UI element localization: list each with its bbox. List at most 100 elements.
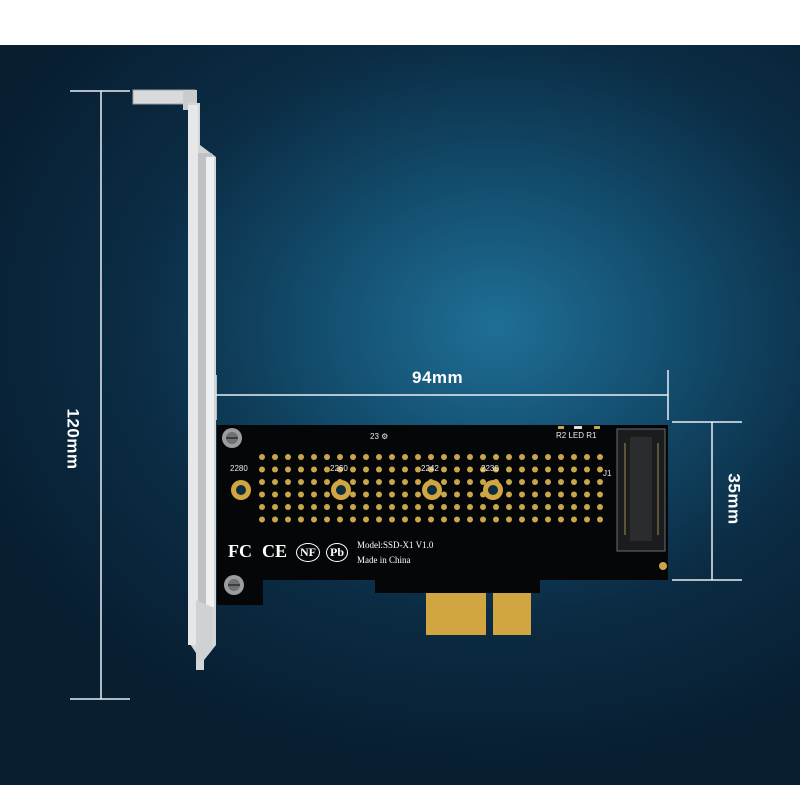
pcb-pad: [558, 491, 564, 498]
pcb-pad: [350, 491, 356, 498]
pcb-pad: [571, 454, 577, 460]
pcb-pad: [480, 466, 486, 473]
pcb-pad: [597, 466, 603, 473]
pcb-pad: [506, 516, 512, 523]
pcb-pad: [480, 504, 486, 510]
pcb-pad: [467, 491, 473, 498]
pcb-pad: [558, 454, 564, 460]
pcb-pad: [558, 479, 564, 485]
pcb-pad: [532, 479, 538, 485]
pcb-pad: [506, 504, 512, 510]
pcb-pad: [441, 491, 447, 498]
pcb-pad: [480, 454, 486, 460]
pcb-pad: [597, 454, 603, 460]
pcb-pad: [571, 466, 577, 473]
pcb-pad: [337, 466, 343, 473]
pcb-pad: [259, 454, 265, 460]
pcb-pad: [584, 504, 590, 510]
pcb-pad: [350, 454, 356, 460]
pcb-pad: [324, 466, 330, 473]
pcb-pad: [311, 504, 317, 510]
pcb-pad: [571, 491, 577, 498]
pcb-pad: [597, 491, 603, 498]
pcb-pad: [480, 516, 486, 523]
pcb-pad: [311, 454, 317, 460]
pcb-pad: [493, 516, 499, 523]
mount-hole-center: [236, 485, 246, 495]
pcb-pad: [324, 479, 330, 485]
pcb-pad: [428, 516, 434, 523]
fc-logo: FC: [228, 541, 252, 561]
pcb-pad: [402, 454, 408, 460]
pcb-pad: [311, 479, 317, 485]
pcb-pad: [493, 504, 499, 510]
pcb-pad: [415, 504, 421, 510]
pcb-pad: [532, 454, 538, 460]
pcb-pad: [415, 491, 421, 498]
pcb-pad: [272, 479, 278, 485]
slot-label-2260: 2260: [330, 464, 348, 473]
pcb-pad: [532, 504, 538, 510]
pcb-pad: [285, 479, 291, 485]
pcb-pad: [506, 454, 512, 460]
pcb-pad: [584, 491, 590, 498]
gold-fingers: [426, 593, 531, 635]
pcb-pad: [454, 516, 460, 523]
pcb-pad: [272, 454, 278, 460]
pcb-pad: [337, 516, 343, 523]
pcb-pad: [428, 504, 434, 510]
pcb-pad: [545, 504, 551, 510]
pcb-pad: [272, 466, 278, 473]
origin-text: Made in China: [357, 555, 411, 565]
pcb-pad: [285, 516, 291, 523]
small-mark: 23 ⚙: [370, 432, 389, 441]
top-component-labels: R2 LED R1: [556, 431, 597, 440]
pcb-pad: [389, 466, 395, 473]
pcb-pad: [324, 454, 330, 460]
pcb-pad: [350, 479, 356, 485]
pcb-pad: [350, 516, 356, 523]
pcb-pad: [298, 466, 304, 473]
pcb-pad: [272, 516, 278, 523]
pcb-pad: [402, 466, 408, 473]
pcb-pad: [415, 466, 421, 473]
pcb-pad: [402, 479, 408, 485]
pcb-pad: [584, 479, 590, 485]
pcb-pad: [532, 516, 538, 523]
pcb-pad: [350, 466, 356, 473]
pcb-pad: [272, 504, 278, 510]
pcb-pad: [558, 504, 564, 510]
pcb-pad: [467, 479, 473, 485]
pcb-pad: [428, 466, 434, 473]
pcb-pad: [298, 516, 304, 523]
pcb-pad: [363, 491, 369, 498]
mount-hole-center: [488, 485, 498, 495]
pcb-pad: [376, 479, 382, 485]
pcb-pad: [454, 479, 460, 485]
pcb-pad: [519, 466, 525, 473]
pcb-pad: [506, 466, 512, 473]
pcb-pad: [363, 454, 369, 460]
pcb-pad: [363, 466, 369, 473]
pcb-pad: [519, 454, 525, 460]
slot-label-2280: 2280: [230, 464, 248, 473]
pcb-pad: [415, 516, 421, 523]
pcb-pad: [376, 454, 382, 460]
pcb-pad: [363, 479, 369, 485]
pcb-pad: [324, 504, 330, 510]
pcb-pad: [324, 491, 330, 498]
pcb-pad: [402, 504, 408, 510]
pcb-pad: [376, 504, 382, 510]
pcb-pad: [376, 491, 382, 498]
pcb-pad: [480, 479, 486, 485]
pcb-pad: [298, 454, 304, 460]
pcb-pad: [337, 454, 343, 460]
pcb-pad: [259, 491, 265, 498]
pcb-pad: [545, 479, 551, 485]
pcb-pad: [597, 504, 603, 510]
pcb-pad: [363, 504, 369, 510]
pcb-pad: [441, 479, 447, 485]
pad-grid: [259, 454, 603, 523]
width-label: 94mm: [412, 368, 464, 387]
pcb-pad: [571, 479, 577, 485]
